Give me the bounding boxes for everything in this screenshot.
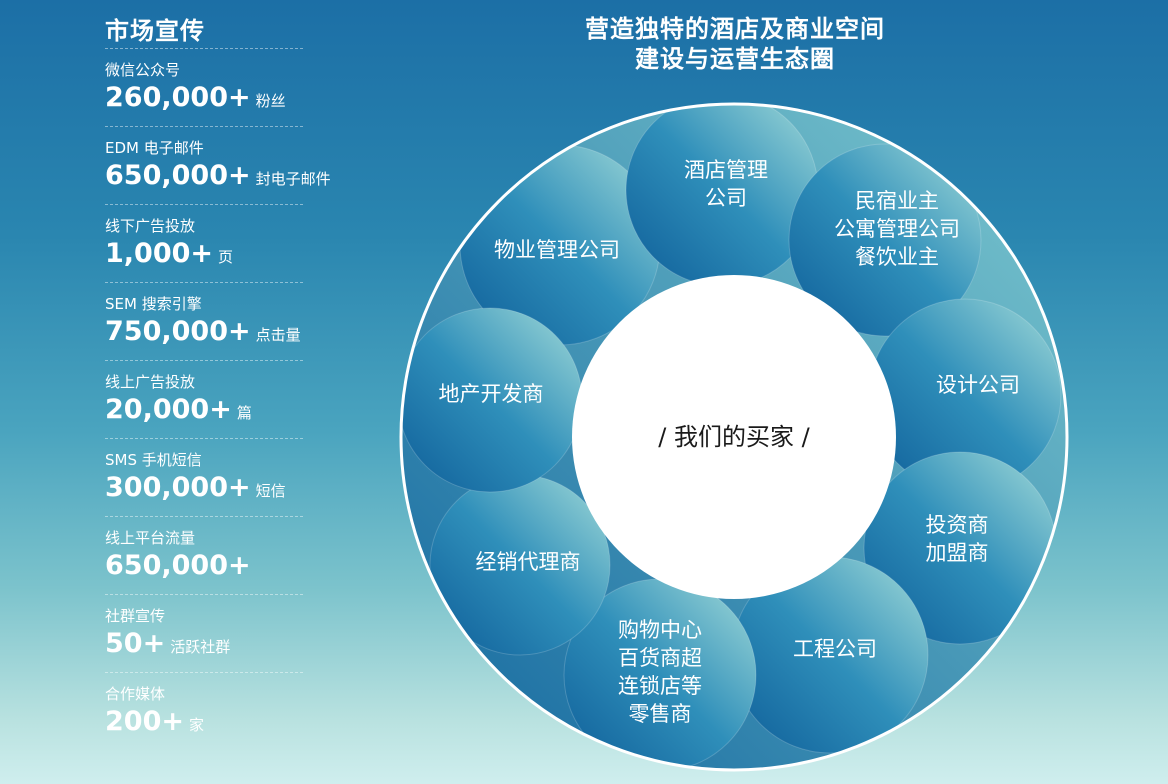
ecosystem-title-line-1: 营造独特的酒店及商业空间 — [585, 15, 885, 43]
divider — [105, 48, 303, 49]
stat-value: 200+ — [105, 706, 184, 737]
stat-unit: 短信 — [255, 482, 286, 500]
segment-label: 民宿业主公寓管理公司餐饮业主 — [834, 189, 960, 269]
marketing-title: 市场宣传 — [105, 17, 205, 45]
divider — [105, 282, 303, 283]
segment-bubbles — [401, 104, 1062, 770]
segment-label-line: 物业管理公司 — [494, 238, 620, 262]
segment-label-line: 餐饮业主 — [855, 245, 939, 269]
segment-label: 地产开发商 — [439, 382, 544, 406]
stat-unit: 篇 — [236, 404, 252, 422]
center-label: / 我们的买家 / — [658, 423, 810, 451]
segment-label-line: 加盟商 — [926, 541, 989, 565]
stat-unit: 页 — [218, 248, 234, 266]
segment-label: 物业管理公司 — [494, 238, 620, 262]
center-circle — [572, 275, 896, 599]
segment-bubble — [788, 143, 982, 337]
segment-label: 设计公司 — [936, 373, 1020, 397]
stat-line: 750,000+点击量 — [105, 315, 345, 352]
stat-value: 20,000+ — [105, 394, 232, 425]
stat-value: 750,000+ — [105, 316, 251, 347]
stat-value: 1,000+ — [105, 238, 214, 269]
segment-label-line: 公司 — [705, 186, 747, 210]
divider — [105, 594, 303, 595]
stat-item: 微信公众号 260,000+粉丝 — [105, 49, 345, 126]
stat-label: 线下广告投放 — [105, 217, 196, 235]
stat-item: 线下广告投放 1,000+页 — [105, 205, 345, 282]
segment-label-line: 连锁店等 — [618, 674, 702, 698]
stat-line: 20,000+篇 — [105, 393, 345, 430]
stat-value: 650,000+ — [105, 550, 251, 581]
ring-outline — [399, 102, 1069, 772]
divider — [105, 516, 303, 517]
segment-label-line: 工程公司 — [793, 637, 877, 661]
stat-unit: 封电子邮件 — [255, 170, 331, 188]
stat-unit: 点击量 — [255, 326, 301, 344]
segment-labels: 物业管理公司酒店管理公司民宿业主公寓管理公司餐饮业主设计公司投资商加盟商工程公司… — [439, 158, 1021, 726]
segment-label-line: 设计公司 — [936, 373, 1020, 397]
stat-label: EDM 电子邮件 — [105, 139, 204, 157]
stat-item: SEM 搜索引擎 750,000+点击量 — [105, 283, 345, 360]
divider — [105, 672, 303, 673]
segment-label-line: 酒店管理 — [684, 158, 768, 182]
ecosystem-title-line-2: 建设与运营生态圈 — [635, 45, 835, 73]
stat-line: 260,000+粉丝 — [105, 81, 345, 118]
ecosystem-title: 营造独特的酒店及商业空间 建设与运营生态圈 — [545, 14, 925, 74]
divider — [105, 360, 303, 361]
stat-value: 300,000+ — [105, 472, 251, 503]
stat-label: 线上广告投放 — [105, 373, 196, 391]
stat-line: 50+活跃社群 — [105, 627, 345, 664]
stat-item: 线上广告投放 20,000+篇 — [105, 361, 345, 438]
segment-label: 投资商加盟商 — [926, 513, 989, 565]
segment-label: 工程公司 — [793, 637, 877, 661]
divider — [105, 438, 303, 439]
segment-label: 经销代理商 — [476, 550, 581, 574]
stat-label: 合作媒体 — [105, 685, 166, 703]
segment-label-line: 公寓管理公司 — [834, 217, 960, 241]
segment-label-line: 经销代理商 — [476, 550, 581, 574]
stat-unit: 活跃社群 — [170, 638, 231, 656]
stat-item: 线上平台流量 650,000+ — [105, 517, 345, 594]
stat-value: 260,000+ — [105, 82, 251, 113]
stat-line: 300,000+短信 — [105, 471, 345, 508]
segment-label-line: 购物中心 — [618, 618, 702, 642]
stat-label: 微信公众号 — [105, 61, 181, 79]
segment-label-line: 零售商 — [629, 702, 692, 726]
stat-value: 50+ — [105, 628, 166, 659]
divider — [105, 126, 303, 127]
stat-label: 社群宣传 — [105, 607, 166, 625]
stat-label: SEM 搜索引擎 — [105, 295, 202, 313]
stat-line: 1,000+页 — [105, 237, 345, 274]
segment-label-line: 百货商超 — [618, 646, 702, 670]
stat-item: 合作媒体 200+家 — [105, 673, 345, 750]
stat-line: 650,000+ — [105, 549, 345, 586]
stat-unit: 家 — [188, 716, 204, 734]
stat-line: 200+家 — [105, 705, 345, 742]
segment-label: 购物中心百货商超连锁店等零售商 — [618, 618, 702, 726]
stat-line: 650,000+封电子邮件 — [105, 159, 345, 196]
segment-label-line: 投资商 — [926, 513, 989, 537]
stat-label: 线上平台流量 — [105, 529, 196, 547]
stat-value: 650,000+ — [105, 160, 251, 191]
divider — [105, 204, 303, 205]
stat-label: SMS 手机短信 — [105, 451, 202, 469]
segment-label-line: 地产开发商 — [439, 382, 544, 406]
stat-item: 社群宣传 50+活跃社群 — [105, 595, 345, 672]
stat-item: SMS 手机短信 300,000+短信 — [105, 439, 345, 516]
stat-item: EDM 电子邮件 650,000+封电子邮件 — [105, 127, 345, 204]
segment-label: 酒店管理公司 — [684, 158, 768, 210]
segment-label-line: 民宿业主 — [855, 189, 939, 213]
stat-unit: 粉丝 — [255, 92, 286, 110]
